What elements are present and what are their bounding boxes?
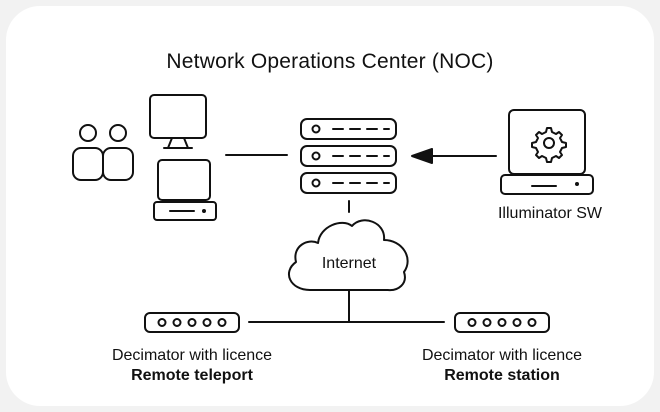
cloud-icon bbox=[288, 219, 409, 292]
station-label: Decimator with licence Remote station bbox=[392, 346, 612, 386]
station-label-line1: Decimator with licence bbox=[421, 347, 583, 364]
teleport-label-line1: Decimator with licence bbox=[111, 347, 273, 364]
teleport-label: Decimator with licence Remote teleport bbox=[82, 346, 302, 386]
decimator-teleport-device bbox=[144, 312, 240, 333]
diagram-card bbox=[6, 6, 654, 406]
laptop-gear-icon bbox=[500, 109, 594, 195]
desktop-workstation-icon bbox=[153, 159, 217, 221]
station-label-line2: Remote station bbox=[444, 367, 560, 384]
illuminator-arrow bbox=[411, 148, 497, 164]
decimator-station-device bbox=[454, 312, 550, 333]
operators-icon bbox=[72, 124, 134, 181]
illuminator-label: Illuminator SW bbox=[497, 205, 603, 222]
server-stack-icon bbox=[300, 118, 397, 194]
internet-label: Internet bbox=[321, 255, 377, 272]
teleport-label-line2: Remote teleport bbox=[131, 367, 253, 384]
monitor-icon bbox=[149, 94, 207, 149]
diagram-title: Network Operations Center (NOC) bbox=[166, 50, 494, 73]
